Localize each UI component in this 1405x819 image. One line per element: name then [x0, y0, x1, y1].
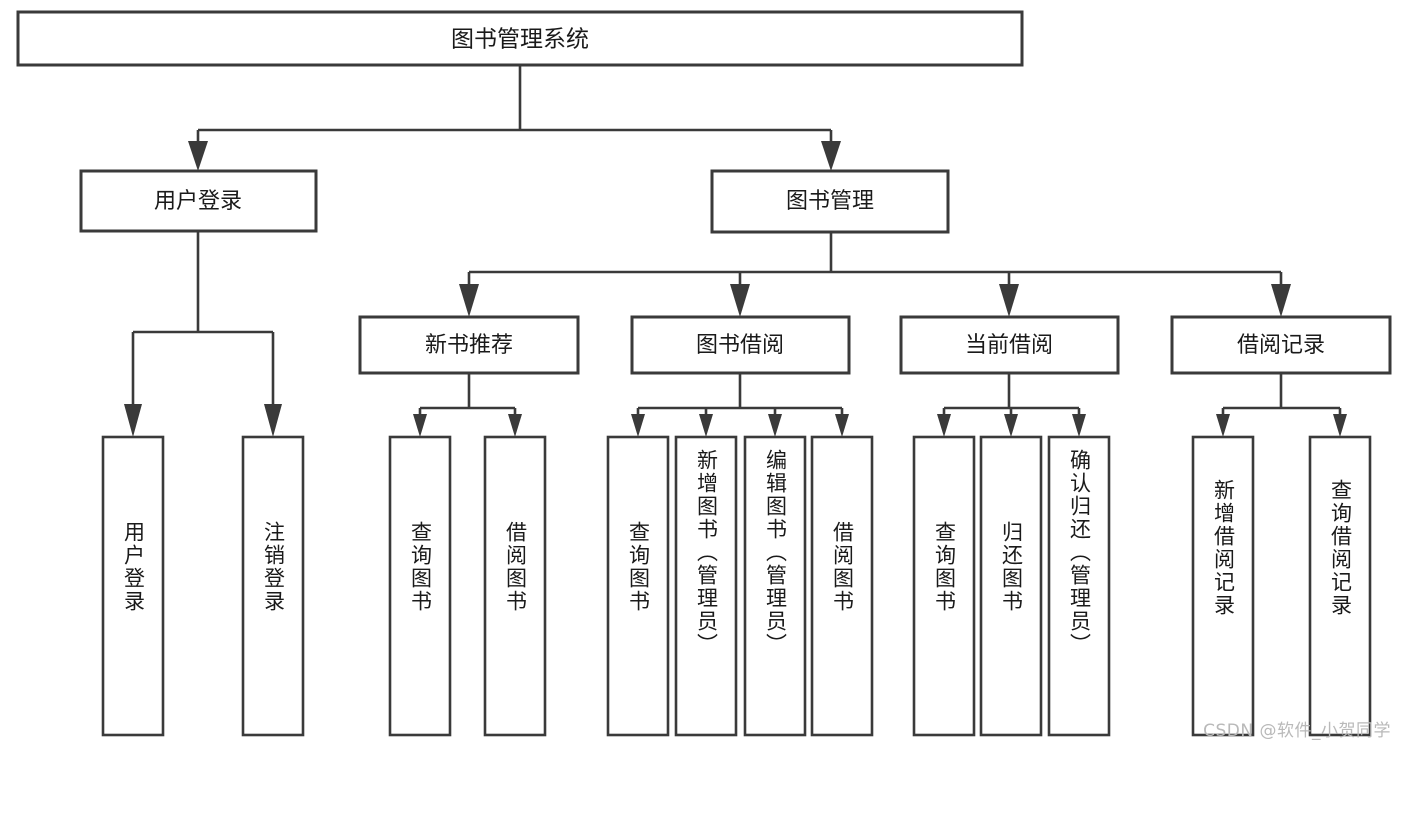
- arrow-to-bb-leaf-2: [699, 414, 713, 437]
- node-book-borrow-box[interactable]: [630, 315, 851, 375]
- node-root-book-management-system[interactable]: 图书管理系统: [16, 10, 1024, 67]
- node-book-borrow[interactable]: 图书借阅: [630, 315, 851, 375]
- arrow-to-cb-leaf-2: [1004, 414, 1018, 437]
- leaf-box-borrow-record-1[interactable]: [1191, 435, 1255, 737]
- node-book-management-label: 图书管理: [786, 189, 874, 214]
- node-current-borrow-box[interactable]: [899, 315, 1120, 375]
- node-borrow-record-box[interactable]: [1170, 315, 1392, 375]
- hierarchy-diagram: 图书管理系统 用户登录 图书管理 新书推荐 图书借阅 当前借阅 借阅记录: [16, 10, 1392, 741]
- leaf-box-new-book-recommend-1[interactable]: [388, 435, 452, 737]
- node-root-label: 图书管理系统: [451, 27, 589, 53]
- arrow-to-book-borrow: [730, 284, 750, 317]
- arrow-to-bb-leaf-3: [768, 414, 782, 437]
- arrow-to-br-leaf-1: [1216, 414, 1230, 437]
- connector-book-manage-to-level3: [459, 232, 1291, 317]
- arrow-to-bb-leaf-1: [631, 414, 645, 437]
- node-user-login-box[interactable]: [79, 169, 318, 233]
- arrow-to-current-borrow: [999, 284, 1019, 317]
- node-borrow-record-label: 借阅记录: [1237, 333, 1325, 358]
- connector-book-borrow-to-leaves: [631, 373, 849, 437]
- arrow-to-bb-leaf-4: [835, 414, 849, 437]
- arrow-to-cb-leaf-1: [937, 414, 951, 437]
- diagram-canvas: 图书管理系统 用户登录 图书管理 新书推荐 图书借阅 当前借阅 借阅记录: [16, 10, 1392, 737]
- node-new-book-recommend-label: 新书推荐: [425, 333, 513, 358]
- leaf-box-book-borrow-1[interactable]: [606, 435, 670, 737]
- leaf-box-book-borrow-2[interactable]: [674, 435, 738, 737]
- arrow-to-new-book-recommend: [459, 284, 479, 317]
- connector-root-to-level2: [188, 65, 841, 171]
- arrow-to-book-manage: [821, 141, 841, 171]
- node-book-management[interactable]: 图书管理: [710, 169, 950, 234]
- node-current-borrow-label: 当前借阅: [965, 333, 1053, 358]
- arrow-to-ul-leaf-2: [264, 404, 282, 437]
- leaf-box-book-borrow-3[interactable]: [743, 435, 807, 737]
- csdn-watermark: CSDN @软件_小贺同学: [1203, 721, 1391, 741]
- node-root-box[interactable]: [16, 10, 1024, 67]
- arrow-to-user-login: [188, 141, 208, 171]
- leaf-box-current-borrow-2[interactable]: [979, 435, 1043, 737]
- node-user-login[interactable]: 用户登录: [79, 169, 318, 233]
- connector-user-login-to-leaves: [124, 231, 282, 437]
- arrow-to-nbr-leaf-2: [508, 414, 522, 437]
- node-borrow-record[interactable]: 借阅记录: [1170, 315, 1392, 375]
- node-book-management-box[interactable]: [710, 169, 950, 234]
- connector-borrow-record-to-leaves: [1216, 373, 1347, 437]
- node-current-borrow[interactable]: 当前借阅: [899, 315, 1120, 375]
- arrow-to-borrow-record: [1271, 284, 1291, 317]
- arrow-to-br-leaf-2: [1333, 414, 1347, 437]
- arrow-to-ul-leaf-1: [124, 404, 142, 437]
- connector-new-book-recommend-to-leaves: [413, 373, 522, 437]
- leaf-box-current-borrow-3[interactable]: [1047, 435, 1111, 737]
- arrow-to-cb-leaf-3: [1072, 414, 1086, 437]
- leaf-box-current-borrow-1[interactable]: [912, 435, 976, 737]
- connector-current-borrow-to-leaves: [937, 373, 1086, 437]
- leaf-box-new-book-recommend-2[interactable]: [483, 435, 547, 737]
- node-user-login-label: 用户登录: [154, 189, 242, 214]
- node-new-book-recommend-box[interactable]: [358, 315, 580, 375]
- leaf-box-borrow-record-2[interactable]: [1308, 435, 1372, 737]
- arrow-to-nbr-leaf-1: [413, 414, 427, 437]
- leaf-box-user-login-2[interactable]: [241, 435, 305, 737]
- node-new-book-recommend[interactable]: 新书推荐: [358, 315, 580, 375]
- leaf-box-user-login-1[interactable]: [101, 435, 165, 737]
- leaf-box-book-borrow-4[interactable]: [810, 435, 874, 737]
- node-book-borrow-label: 图书借阅: [696, 333, 784, 358]
